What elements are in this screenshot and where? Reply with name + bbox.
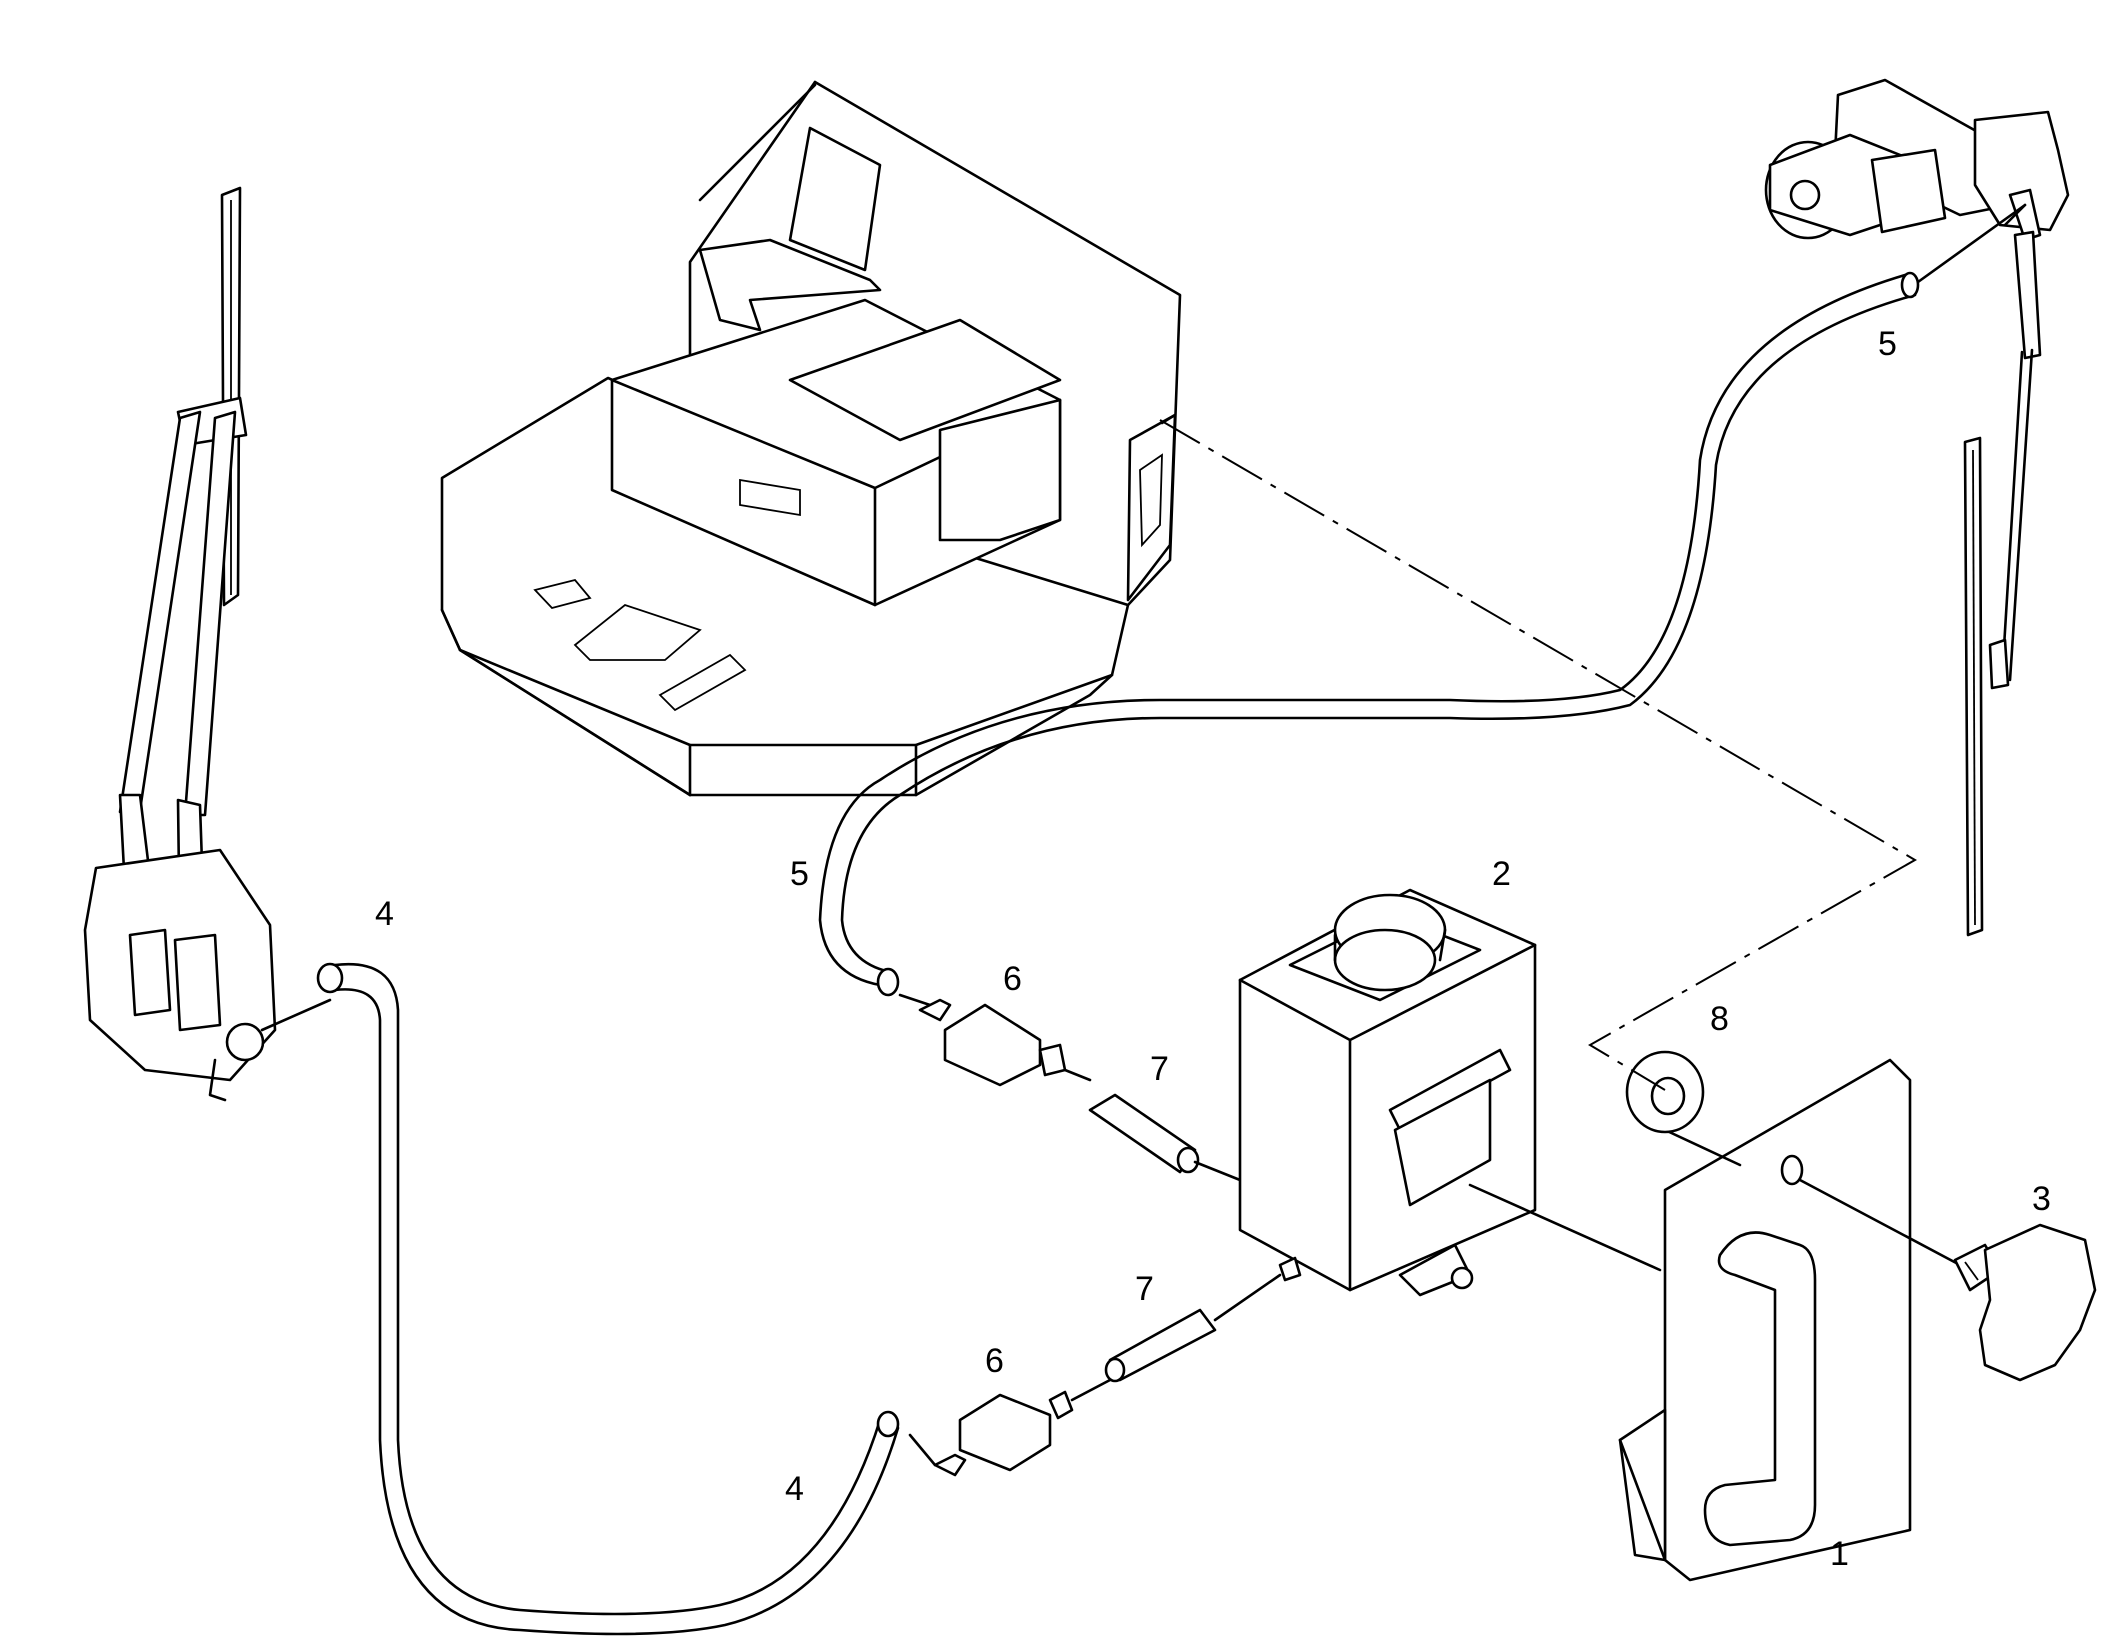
star-knob <box>1953 1223 2097 1382</box>
alignment-line <box>1159 419 1918 1091</box>
callout-2: 2 <box>1492 855 1511 893</box>
callout-4-lower: 4 <box>785 1470 804 1508</box>
cab-assembly <box>440 80 1182 797</box>
callout-7-upper: 7 <box>1150 1050 1169 1088</box>
callout-6-upper: 6 <box>1003 960 1022 998</box>
tube-7-lower <box>1104 1273 1282 1383</box>
callout-4-upper: 4 <box>375 895 394 933</box>
callout-5-right: 5 <box>1878 325 1897 363</box>
callout-1: 1 <box>1830 1535 1849 1573</box>
callout-labels: 1 2 3 4 4 5 5 6 6 7 7 8 <box>375 325 2051 1573</box>
tube-7-upper <box>1088 1093 1242 1182</box>
left-wiper-assembly <box>83 186 332 1102</box>
callout-8: 8 <box>1710 1000 1729 1038</box>
callout-5-left: 5 <box>790 855 809 893</box>
mounting-bracket <box>1618 1058 1962 1582</box>
hose-4 <box>316 962 900 1636</box>
washer-8 <box>1625 1050 1705 1134</box>
check-valve-upper <box>898 993 1092 1087</box>
hose-5 <box>818 203 2027 997</box>
washer-reservoir <box>1238 888 1662 1297</box>
right-wiper-assembly <box>1764 78 2070 937</box>
callout-6-lower: 6 <box>985 1342 1004 1380</box>
callout-3: 3 <box>2032 1180 2051 1218</box>
check-valve-lower <box>908 1378 1112 1477</box>
callout-7-lower: 7 <box>1135 1270 1154 1308</box>
